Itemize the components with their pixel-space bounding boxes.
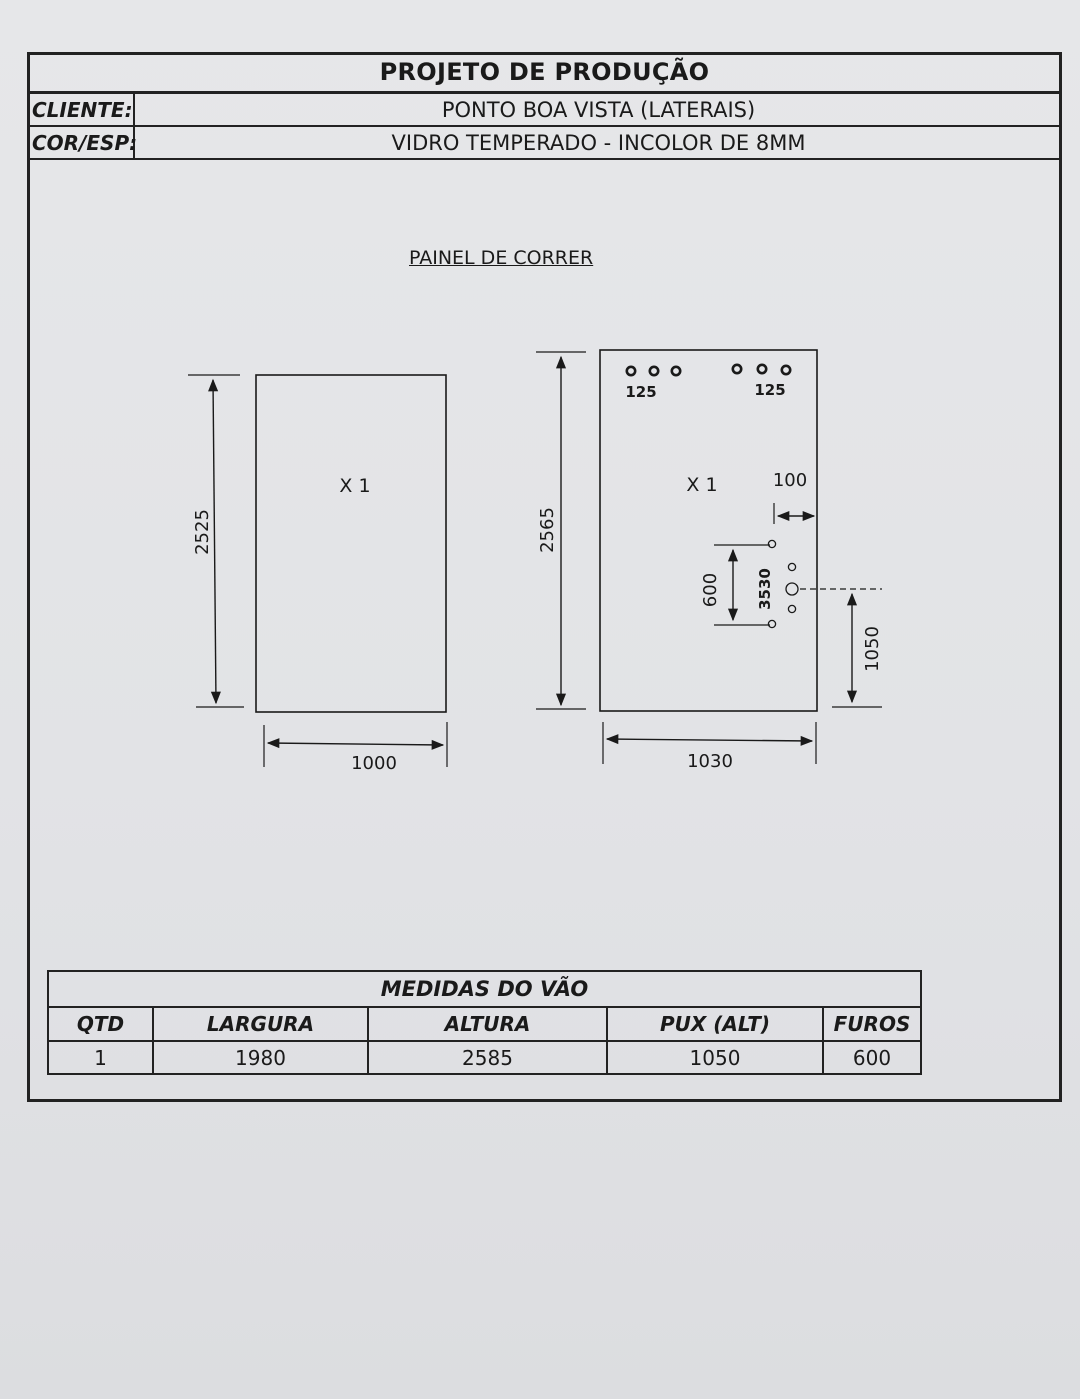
handle-holes <box>767 539 799 629</box>
measures-title: MEDIDAS DO VÃO <box>47 970 922 1008</box>
measures-table: MEDIDAS DO VÃO QTD LARGURA ALTURA PUX (A… <box>47 970 922 1075</box>
document-title: PROJETO DE PRODUÇÃO <box>27 52 1062 94</box>
color-value: VIDRO TEMPERADO - INCOLOR DE 8MM <box>391 130 806 155</box>
column-furos: FUROS <box>822 1006 922 1042</box>
right-width-dimension-line <box>605 734 814 746</box>
right-panel-quantity: X 1 <box>686 474 717 496</box>
panel-title: PAINEL DE CORRER <box>409 247 594 269</box>
cell-qtd: 1 <box>47 1040 154 1075</box>
color-row: COR/ESP: VIDRO TEMPERADO - INCOLOR DE 8M… <box>27 127 1062 160</box>
cell-altura: 2585 <box>367 1040 608 1075</box>
edge-offset-value: 100 <box>773 470 807 491</box>
hole-spacing-right: 125 <box>754 381 785 399</box>
handle-spacing-value: 3530 <box>756 568 774 610</box>
right-panel-outline <box>599 349 818 712</box>
column-largura: LARGURA <box>152 1006 369 1042</box>
column-altura: ALTURA <box>367 1006 608 1042</box>
left-panel-quantity: X 1 <box>339 475 370 497</box>
hole-spacing-left: 125 <box>625 383 656 401</box>
cell-largura: 1980 <box>152 1040 369 1075</box>
right-panel-width: 1030 <box>687 751 733 772</box>
top-right-hinge-holes <box>731 363 792 376</box>
table-row: 1 1980 2585 1050 600 <box>47 1040 922 1075</box>
top-left-hinge-holes <box>625 365 682 377</box>
left-panel-height: 2525 <box>192 509 213 555</box>
column-qtd: QTD <box>47 1006 154 1042</box>
measures-header-row: QTD LARGURA ALTURA PUX (ALT) FUROS <box>47 1006 922 1042</box>
client-label: CLIENTE: <box>27 94 135 125</box>
right-panel-height: 2565 <box>537 507 558 553</box>
cell-pux: 1050 <box>606 1040 824 1075</box>
hole-distance-value: 600 <box>700 573 721 607</box>
left-panel-outline <box>255 374 447 713</box>
handle-height-value: 1050 <box>862 626 883 672</box>
right-panel-drawing: 2565 1030 X 1 125 125 100 600 <box>536 349 883 772</box>
drawing-frame <box>27 52 1062 1102</box>
left-panel-drawing: 2525 1000 X 1 <box>188 374 448 774</box>
client-value: PONTO BOA VISTA (LATERAIS) <box>441 97 756 122</box>
column-pux: PUX (ALT) <box>606 1006 824 1042</box>
client-row: CLIENTE: PONTO BOA VISTA (LATERAIS) <box>27 94 1062 127</box>
left-panel-width: 1000 <box>351 753 397 774</box>
color-label: COR/ESP: <box>27 127 137 158</box>
cell-furos: 600 <box>822 1040 922 1075</box>
left-width-dimension-line <box>266 738 445 750</box>
left-height-dimension-line <box>208 378 221 705</box>
